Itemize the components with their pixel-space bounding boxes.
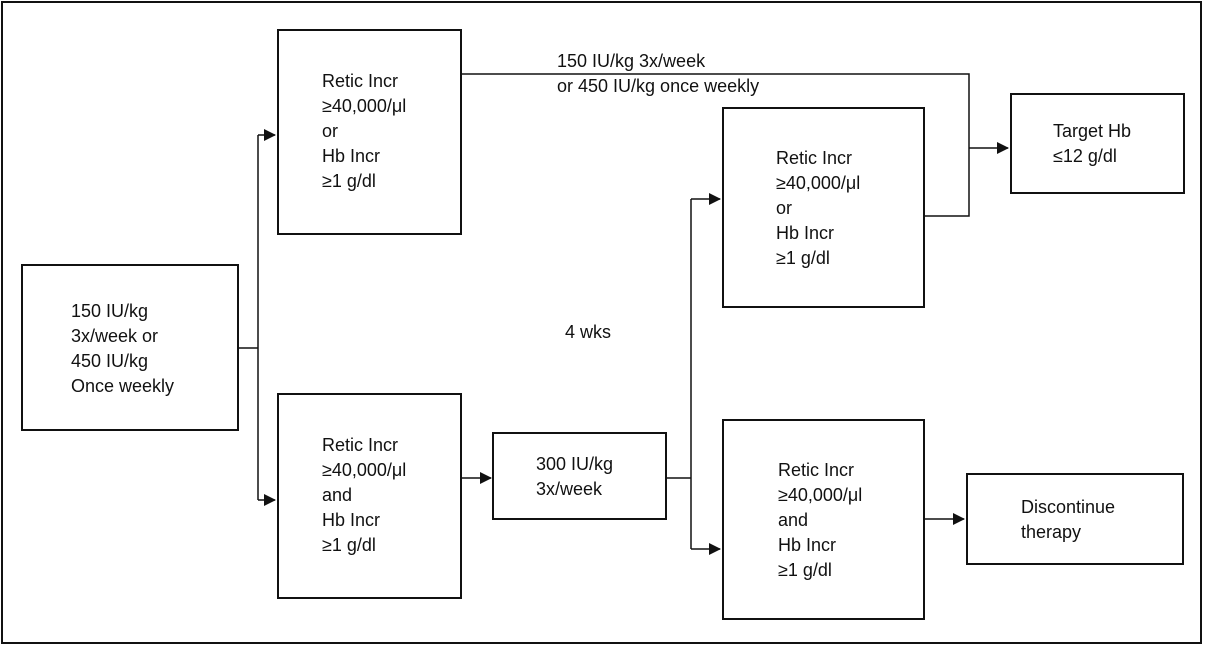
node-dose-increase: 300 IU/kg 3x/week xyxy=(492,432,667,520)
node-discontinue-text: Discontinue therapy xyxy=(1021,497,1116,542)
node-no-response-second-text: Retic Incr ≥40,000/μl and Hb Incr ≥1 g/d… xyxy=(778,460,863,580)
node-response-top: Retic Incr ≥40,000/μl or Hb Incr ≥1 g/dl xyxy=(277,29,462,235)
connector-maintenance xyxy=(461,73,970,217)
node-start-text: 150 IU/kg 3x/week or 450 IU/kg Once week… xyxy=(71,301,175,396)
label-interval: 4 wks xyxy=(565,322,612,342)
node-discontinue: Discontinue therapy xyxy=(966,473,1184,565)
node-response-second-text: Retic Incr ≥40,000/μl or Hb Incr ≥1 g/dl xyxy=(776,148,861,268)
node-target-text: Target Hb ≤12 g/dl xyxy=(1053,121,1132,166)
node-response-second: Retic Incr ≥40,000/μl or Hb Incr ≥1 g/dl xyxy=(722,107,925,308)
connector-start-split xyxy=(239,135,259,500)
node-target: Target Hb ≤12 g/dl xyxy=(1010,93,1185,194)
label-maintenance-dose: 150 IU/kg 3x/week or 450 IU/kg once week… xyxy=(557,51,760,96)
node-no-response-bottom: Retic Incr ≥40,000/μl and Hb Incr ≥1 g/d… xyxy=(277,393,462,599)
node-no-response-second: Retic Incr ≥40,000/μl and Hb Incr ≥1 g/d… xyxy=(722,419,925,620)
node-dose-increase-text: 300 IU/kg 3x/week xyxy=(536,454,614,499)
connector-dose-split xyxy=(666,199,692,549)
node-no-response-bottom-text: Retic Incr ≥40,000/μl and Hb Incr ≥1 g/d… xyxy=(322,435,407,555)
node-start: 150 IU/kg 3x/week or 450 IU/kg Once week… xyxy=(21,264,239,431)
node-response-top-text: Retic Incr ≥40,000/μl or Hb Incr ≥1 g/dl xyxy=(322,71,407,191)
